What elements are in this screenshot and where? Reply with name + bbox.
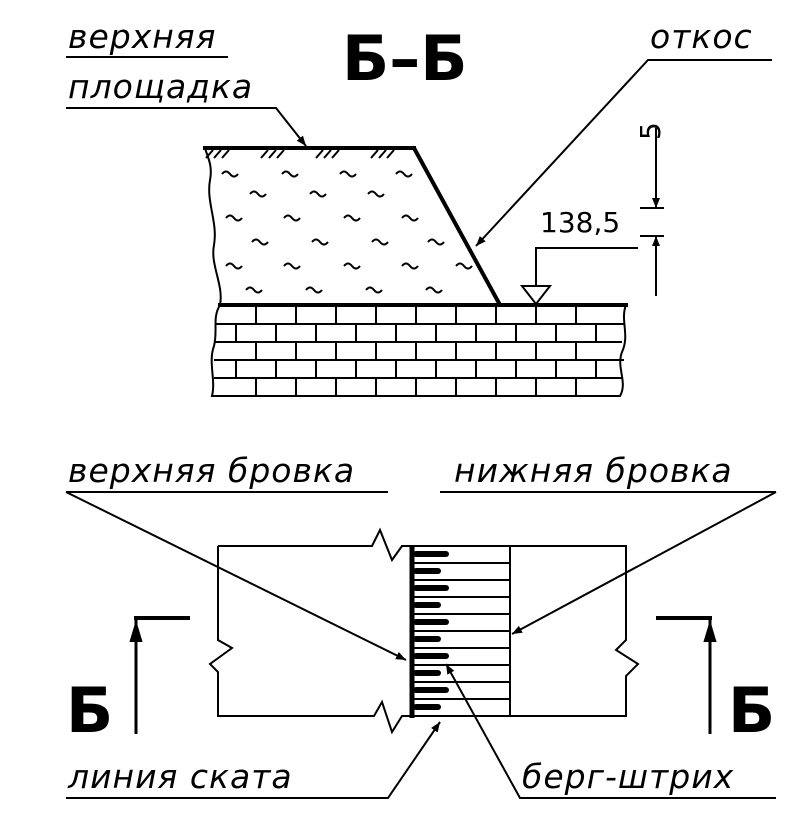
- slope-leader: [475, 59, 772, 247]
- dimension-5-label: 5: [634, 122, 667, 140]
- section-title: Б–Б: [342, 22, 468, 95]
- upper-platform-label-line2: площадка: [68, 67, 253, 106]
- upper-platform-label-line1: верхняя: [68, 17, 217, 56]
- soil-marks: [221, 170, 473, 294]
- dimension-5: [640, 128, 664, 296]
- soil-break-line: [204, 147, 222, 306]
- slope-surface: [412, 147, 502, 306]
- upper-platform-plan: [208, 527, 412, 735]
- soil-body: [205, 148, 498, 305]
- ground-hatch: [205, 149, 395, 159]
- lower-platform-plan: [510, 545, 640, 717]
- section-letter-left: Б: [66, 674, 113, 747]
- lower-edge-leader: [511, 491, 777, 635]
- elevation-leader: [535, 247, 638, 304]
- slope-strokes: [412, 562, 510, 700]
- lower-edge-label: нижняя бровка: [454, 451, 733, 490]
- section-mark-right: Б: [656, 616, 775, 747]
- berg-stroke-label: берг-штрих: [522, 757, 734, 796]
- upper-platform-leader: [66, 107, 307, 147]
- section-view: Б–Б верхняя площадка: [66, 17, 772, 397]
- section-letter-right: Б: [728, 674, 775, 747]
- slope-label: откос: [650, 17, 753, 56]
- elevation-label: 138,5: [540, 206, 620, 239]
- berg-stroke-leader: [445, 663, 776, 799]
- berg-strokes: [413, 551, 449, 710]
- plan-view: верхняя бровка нижняя бровка линия ската…: [65, 451, 777, 799]
- slope-line-leader: [66, 721, 441, 799]
- section-mark-left: Б: [66, 616, 190, 747]
- brick-layer: [210, 303, 628, 397]
- elevation-triangle: [519, 285, 553, 306]
- slope-line-label: линия ската: [67, 757, 293, 796]
- upper-edge-label: верхняя бровка: [68, 451, 355, 490]
- upper-edge-leader: [65, 491, 407, 661]
